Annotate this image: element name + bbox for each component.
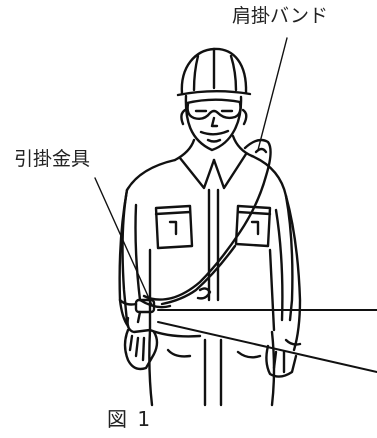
shoulder-band [138, 138, 272, 309]
hook-fitting-leader-line [94, 177, 153, 306]
arms [118, 188, 302, 352]
trousers [148, 328, 276, 407]
figure-caption: 図 1 [107, 407, 153, 431]
helmet [176, 47, 252, 97]
goggles [185, 98, 242, 121]
collar [173, 134, 254, 302]
face [180, 94, 248, 152]
shoulder-band-label: 肩掛バンド [232, 5, 328, 27]
projection-line-lower [157, 321, 377, 373]
shoulder-band-leader-line [257, 37, 288, 151]
hook-fitting [126, 298, 156, 334]
hook-fitting-label: 引掛金具 [14, 148, 91, 170]
hands [123, 328, 298, 378]
